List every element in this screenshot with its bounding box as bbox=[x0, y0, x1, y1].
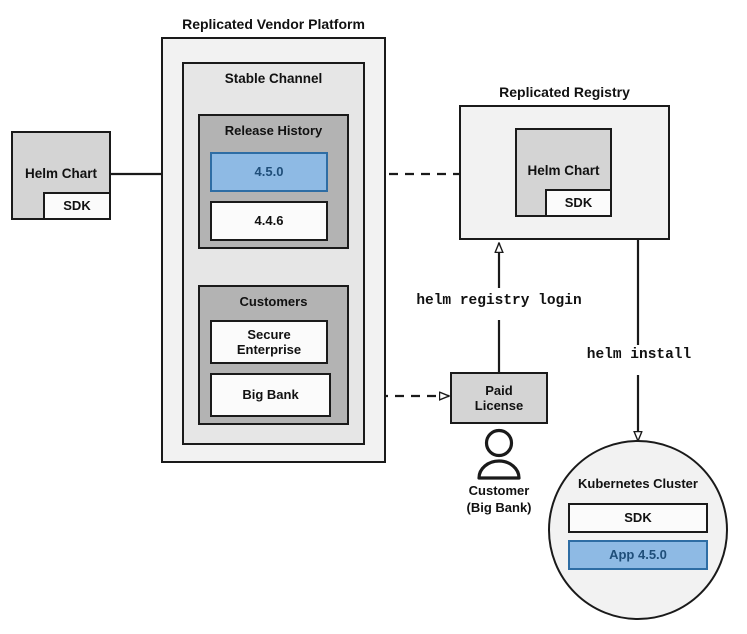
source-sdk-label: SDK bbox=[63, 198, 91, 214]
registry-sdk-box[interactable]: SDK bbox=[545, 189, 612, 217]
stable-channel-label: Stable Channel bbox=[224, 71, 323, 86]
customer-name-label: Secure Enterprise bbox=[236, 326, 302, 357]
customer-actor-label: Customer (Big Bank) bbox=[466, 483, 532, 515]
cluster-component-app[interactable]: App 4.5.0 bbox=[568, 540, 708, 570]
cluster-component-label: App 4.5.0 bbox=[609, 547, 667, 563]
customers-label: Customers bbox=[239, 294, 308, 309]
release-history-label: Release History bbox=[224, 123, 323, 138]
person-icon bbox=[477, 428, 521, 480]
source-sdk-box[interactable]: SDK bbox=[43, 192, 111, 220]
registry-title: Replicated Registry bbox=[499, 84, 630, 100]
vendor-platform-title: Replicated Vendor Platform bbox=[182, 16, 365, 32]
cluster-component-label: SDK bbox=[624, 510, 652, 526]
customer-item-secure-enterprise[interactable]: Secure Enterprise bbox=[210, 320, 328, 364]
customer-name-label: Big Bank bbox=[242, 387, 299, 403]
registry-sdk-label: SDK bbox=[564, 195, 593, 211]
command-helm-registry-login: helm registry login bbox=[416, 293, 582, 309]
paid-license-label: Paid License bbox=[474, 382, 524, 413]
registry-helm-chart-label: Helm Chart bbox=[527, 163, 600, 178]
paid-license-box[interactable]: Paid License bbox=[450, 372, 548, 424]
release-item-4-4-6[interactable]: 4.4.6 bbox=[210, 201, 328, 241]
source-helm-chart-label: Helm Chart bbox=[24, 166, 97, 181]
release-version-label: 4.4.6 bbox=[254, 213, 284, 229]
customer-item-big-bank[interactable]: Big Bank bbox=[210, 373, 331, 417]
kubernetes-cluster-label: Kubernetes Cluster bbox=[578, 476, 698, 491]
release-item-4-5-0[interactable]: 4.5.0 bbox=[210, 152, 328, 192]
cluster-component-sdk[interactable]: SDK bbox=[568, 503, 708, 533]
release-version-label: 4.5.0 bbox=[254, 164, 284, 180]
command-helm-install: helm install bbox=[586, 347, 692, 363]
